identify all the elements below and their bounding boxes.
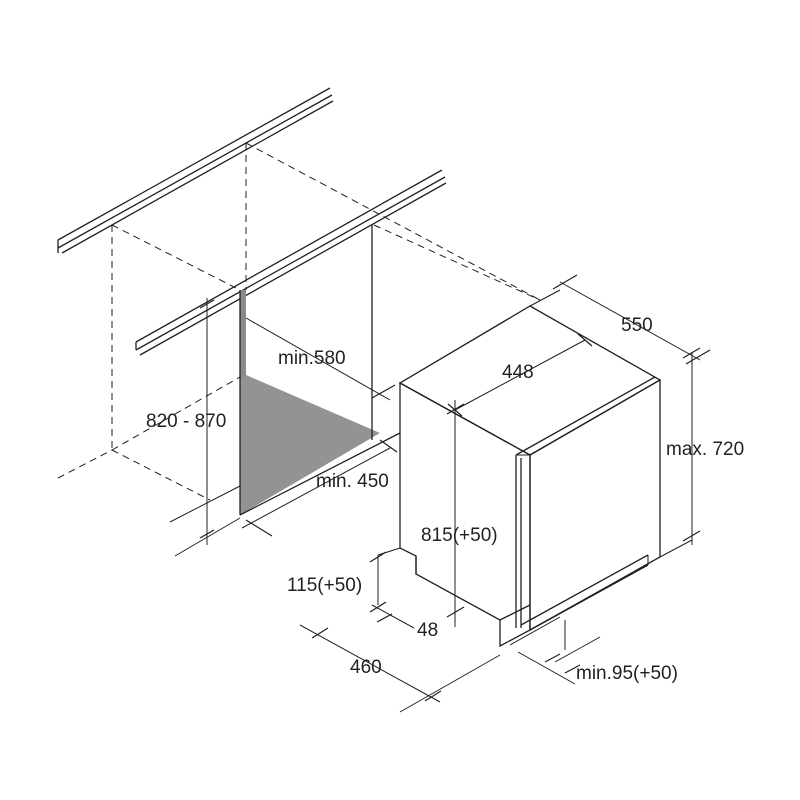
label-niche-depth: min. 450 — [316, 471, 389, 492]
label-plinth-recess: 48 — [417, 620, 438, 641]
dimension-lines — [169, 274, 711, 713]
niche-floor — [240, 375, 380, 515]
dimension-labels: 550 448 max. 720 min.580 820 - 870 min. … — [146, 315, 744, 684]
countertop — [57, 87, 447, 356]
label-niche-height: 820 - 870 — [146, 411, 226, 432]
label-depth-total: 550 — [621, 315, 653, 336]
niche — [206, 225, 401, 545]
label-depth-base: 460 — [350, 657, 382, 678]
label-appliance-height: 815(+50) — [421, 525, 498, 546]
cabinet-outline-dashed — [57, 142, 541, 501]
label-height-max: max. 720 — [666, 439, 744, 460]
niche-wall — [240, 290, 246, 380]
label-door-clearance: min.95(+50) — [576, 663, 678, 684]
dishwasher-body — [377, 305, 662, 648]
label-niche-width: min.580 — [278, 348, 346, 369]
label-width: 448 — [502, 362, 534, 383]
label-plinth-height: 115(+50) — [287, 575, 362, 596]
